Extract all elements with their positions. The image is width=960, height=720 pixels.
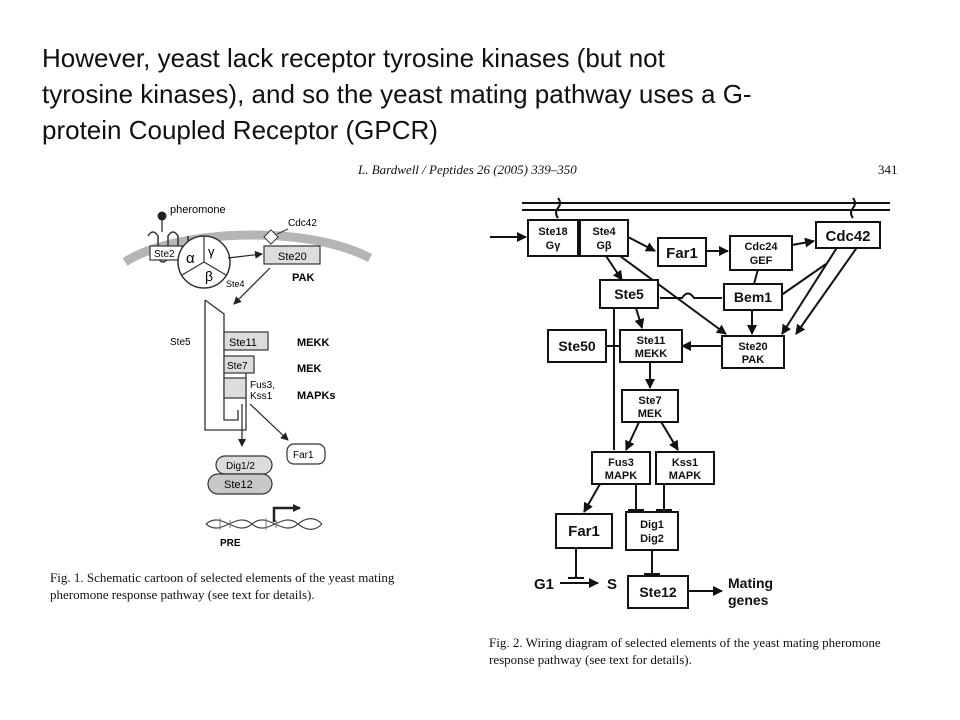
- mapks-label: MAPKs: [297, 390, 336, 402]
- kss1-label: Kss1: [672, 457, 698, 469]
- fig1-caption-line-2: pheromone response pathway (see text for…: [50, 587, 315, 602]
- ste18-label: Ste18: [538, 226, 567, 238]
- fig2-caption-line-2: response pathway (see text for details).: [489, 652, 692, 667]
- ste20-label: Ste20: [278, 251, 307, 263]
- transcription-arrow: [272, 504, 301, 522]
- node-ste20: [721, 335, 785, 369]
- fus3-label: Fus3,: [250, 380, 275, 391]
- ste7-box: [223, 355, 255, 374]
- beta-label: β: [205, 268, 213, 284]
- pak-label: PAK: [292, 272, 314, 284]
- membrane-arc: [122, 230, 373, 266]
- g1-label: G1: [534, 576, 554, 593]
- ste11-label: Ste11: [229, 337, 257, 349]
- node-cdc24: [729, 235, 793, 271]
- node-kss1: [655, 451, 715, 485]
- pheromone-dot: [157, 211, 167, 221]
- ste4-sub-label: Gβ: [596, 240, 612, 252]
- far1-top-label: Far1: [666, 245, 698, 262]
- ste20-sub-label: PAK: [742, 354, 764, 366]
- mating-label: Mating: [728, 575, 773, 591]
- pheromone-label: pheromone: [170, 204, 226, 216]
- journal-citation: L. Bardwell / Peptides 26 (2005) 339–350: [358, 162, 577, 177]
- ste5-scaffold: [204, 299, 239, 421]
- node-ste12: [627, 575, 689, 609]
- dig-label: Dig1/2: [226, 461, 255, 472]
- heading-line-2: tyrosine kinases), and so the yeast mati…: [42, 79, 752, 109]
- cdc24-sub-label: GEF: [750, 255, 773, 267]
- dna-helix: [205, 518, 323, 529]
- page-number: 341: [878, 162, 898, 177]
- cdc42-label: Cdc42: [825, 228, 870, 245]
- ste5-label: Ste5: [614, 286, 644, 302]
- mekk-label: MEKK: [297, 337, 329, 349]
- kss1-sub-label: MAPK: [669, 470, 701, 482]
- ste7-label: Ste7: [227, 361, 248, 372]
- node-far1-bottom: [555, 513, 613, 549]
- s-label: S: [607, 576, 617, 593]
- ste12-label: Ste12: [224, 479, 253, 491]
- fig1-caption: Fig. 1. Schematic cartoon of selected el…: [50, 569, 394, 603]
- heading-line-1: However, yeast lack receptor tyrosine ki…: [42, 43, 665, 73]
- kss1-label: Kss1: [250, 391, 273, 402]
- ste20-box: [263, 245, 321, 265]
- fus3-sub-label: MAPK: [605, 470, 637, 482]
- bem1-label: Bem1: [734, 289, 772, 305]
- far1-bottom-label: Far1: [568, 523, 600, 540]
- dig2-label: Dig2: [640, 533, 664, 545]
- ste11-sub-label: MEKK: [635, 348, 667, 360]
- ste4-label: Ste4: [226, 279, 245, 289]
- ste18-sub-label: Gγ: [546, 240, 562, 252]
- fus3-box: [223, 377, 247, 399]
- node-bem1: [723, 283, 783, 311]
- genes-label: genes: [728, 592, 769, 608]
- node-ste7: [621, 389, 679, 423]
- cdc42-diamond: [263, 229, 279, 245]
- gamma-label: γ: [208, 244, 215, 259]
- heading-line-3: protein Coupled Receptor (GPCR): [42, 115, 438, 145]
- node-ste4: [579, 219, 629, 257]
- fus3-label: Fus3: [608, 457, 634, 469]
- ste50-label: Ste50: [558, 338, 596, 354]
- fig1-caption-line-1: Fig. 1. Schematic cartoon of selected el…: [50, 570, 395, 585]
- ste12-box: [207, 473, 273, 495]
- node-ste5: [599, 279, 659, 309]
- fig2-wiring-diagram: Ste18 Gγ Ste4 Gβ Far1 Cdc24 GEF Cdc42 St…: [490, 197, 890, 609]
- ste11-label: Ste11: [637, 335, 666, 347]
- ste2-label: Ste2: [154, 249, 175, 260]
- cdc24-label: Cdc24: [744, 241, 778, 253]
- ste20-label: Ste20: [738, 341, 767, 353]
- ste11-box: [223, 331, 269, 351]
- node-cdc42: [815, 221, 881, 249]
- slide-heading: However, yeast lack receptor tyrosine ki…: [42, 40, 942, 148]
- fig2-caption-line-1: Fig. 2. Wiring diagram of selected eleme…: [489, 635, 881, 650]
- ste4-label: Ste4: [592, 226, 616, 238]
- alpha-label: α: [186, 250, 195, 267]
- fig2-caption: Fig. 2. Wiring diagram of selected eleme…: [489, 634, 881, 668]
- node-ste18: [527, 219, 579, 257]
- far1-box: [286, 443, 326, 465]
- ste5-label: Ste5: [170, 337, 191, 348]
- ste7-label: Ste7: [638, 395, 661, 407]
- node-fus3: [591, 451, 651, 485]
- mek-label: MEK: [297, 363, 322, 375]
- far1-label: Far1: [293, 450, 314, 461]
- node-far1-top: [657, 237, 707, 267]
- dig1-label: Dig1: [640, 519, 664, 531]
- fig1-schematic: pheromone Ste2 α γ β Ste4 Cdc42 Ste20 PA…: [122, 204, 373, 549]
- node-ste11: [619, 329, 683, 363]
- ste7-sub-label: MEK: [638, 408, 663, 420]
- node-ste50: [547, 329, 607, 363]
- ste12-label: Ste12: [639, 584, 677, 600]
- cdc42-label: Cdc42: [288, 218, 317, 229]
- node-dig: [625, 511, 679, 551]
- pre-label: PRE: [220, 538, 241, 549]
